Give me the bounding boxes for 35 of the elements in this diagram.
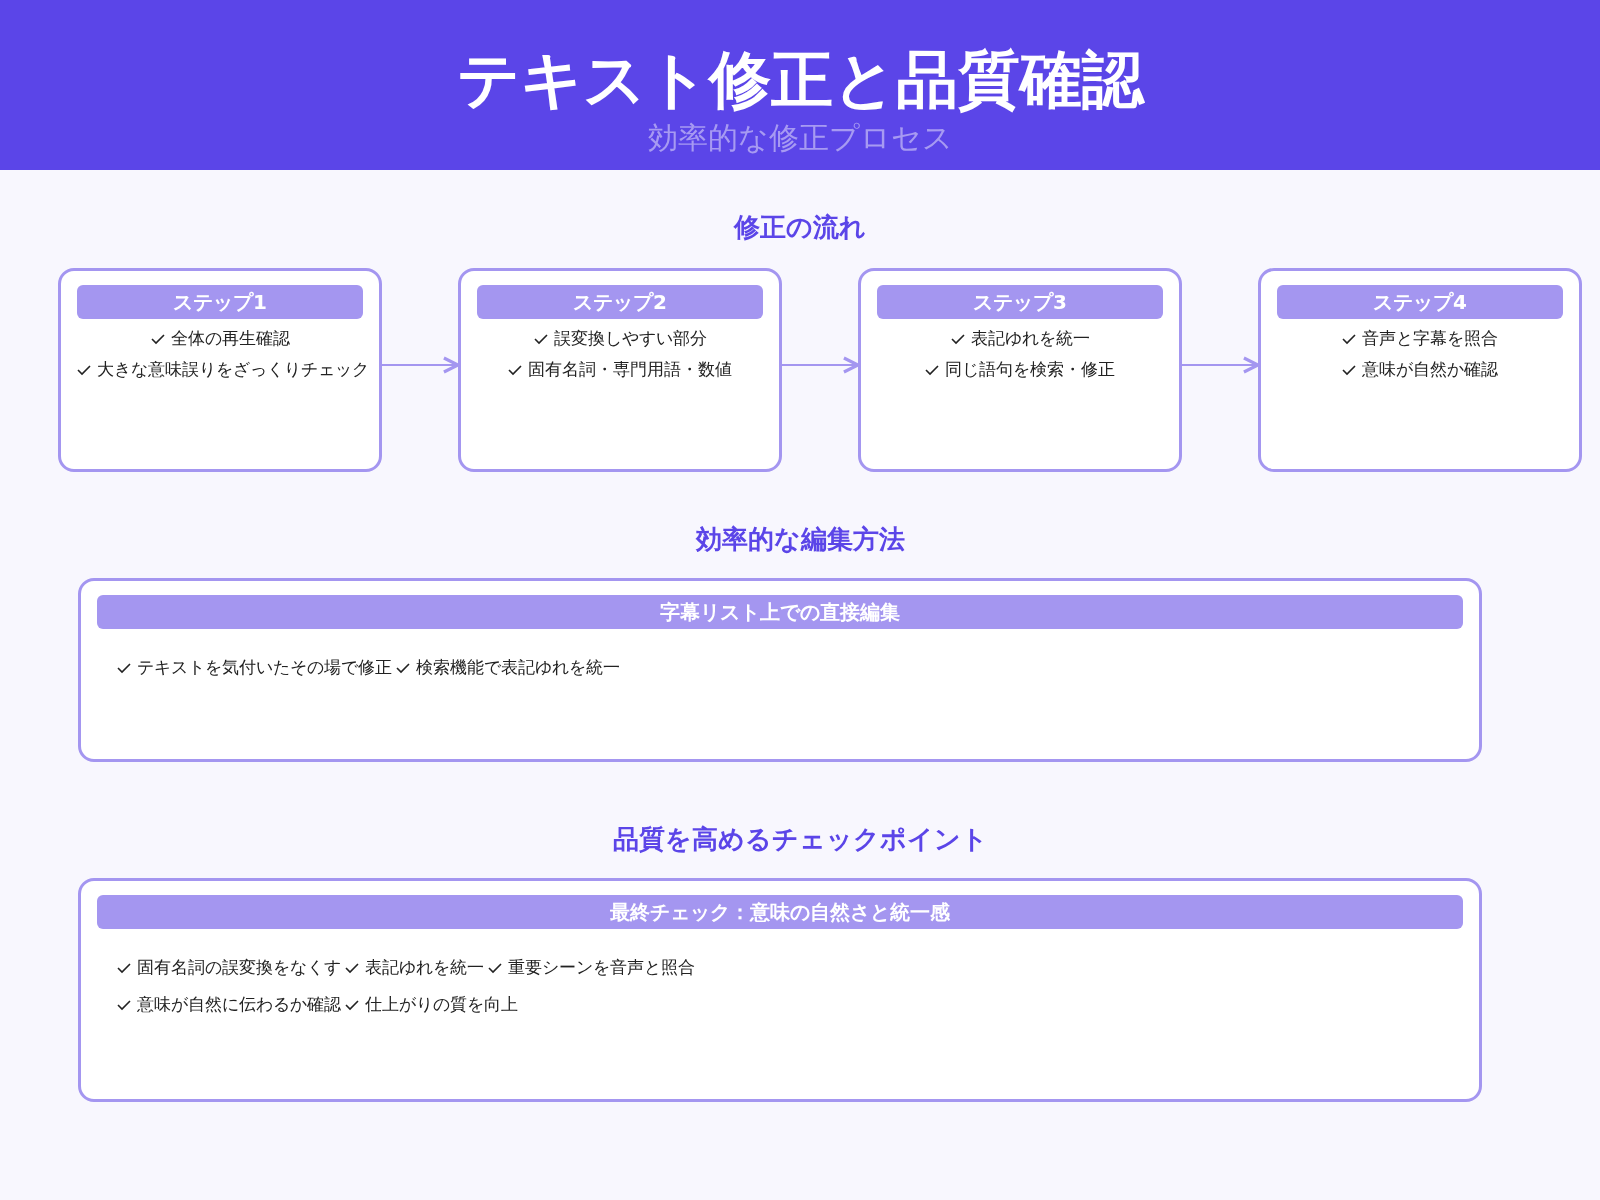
step-card	[858, 268, 1182, 472]
checklist-item: 音声と字幕を照合	[1362, 328, 1498, 348]
title-heading: テキスト修正と品質確認	[455, 42, 1146, 118]
card-header: ステップ3	[877, 285, 1163, 319]
checklist-item: 表記ゆれを統一	[970, 328, 1090, 348]
checklist-item: 重要シーンを音声と照合	[508, 957, 695, 977]
arrow	[782, 356, 860, 374]
checklist-item: 意味が自然か確認	[1362, 359, 1498, 379]
section-heading: 効率的な編集方法	[695, 524, 905, 554]
info-card	[78, 578, 1482, 762]
section-heading: 品質を高めるチェックポイント	[612, 824, 988, 854]
info-card	[78, 878, 1482, 1102]
checklist-item: 同じ語句を検索・修正	[945, 359, 1115, 379]
checklist-item: 大きな意味誤りをざっくりチェック	[97, 359, 369, 379]
checklist-item: 誤変換しやすい部分	[553, 328, 707, 348]
card-header: ステップ4	[1277, 285, 1563, 319]
step-card	[1258, 268, 1582, 472]
step-card	[58, 268, 382, 472]
checklist-item: 固有名詞・専門用語・数値	[528, 359, 732, 379]
arrow	[1182, 356, 1260, 374]
section-heading: 修正の流れ	[734, 212, 866, 242]
card-header: 字幕リスト上での直接編集	[97, 595, 1463, 629]
checklist-item: 仕上がりの質を向上	[365, 994, 518, 1014]
checklist-item: 固有名詞の誤変換をなくす	[137, 957, 341, 977]
checklist-item: 意味が自然に伝わるか確認	[137, 994, 341, 1014]
step-card	[458, 268, 782, 472]
checklist-item: 検索機能で表記ゆれを統一	[416, 657, 620, 677]
subtitle: 効率的な修正プロセス	[647, 120, 953, 155]
card-header: ステップ1	[77, 285, 363, 319]
checklist-item: 全体の再生確認	[170, 328, 290, 348]
card-header: ステップ2	[477, 285, 763, 319]
checklist-item: テキストを気付いたその場で修正	[137, 657, 392, 677]
checklist-item: 表記ゆれを統一	[365, 957, 484, 977]
card-header: 最終チェック：意味の自然さと統一感	[97, 895, 1463, 929]
arrow	[382, 356, 460, 374]
